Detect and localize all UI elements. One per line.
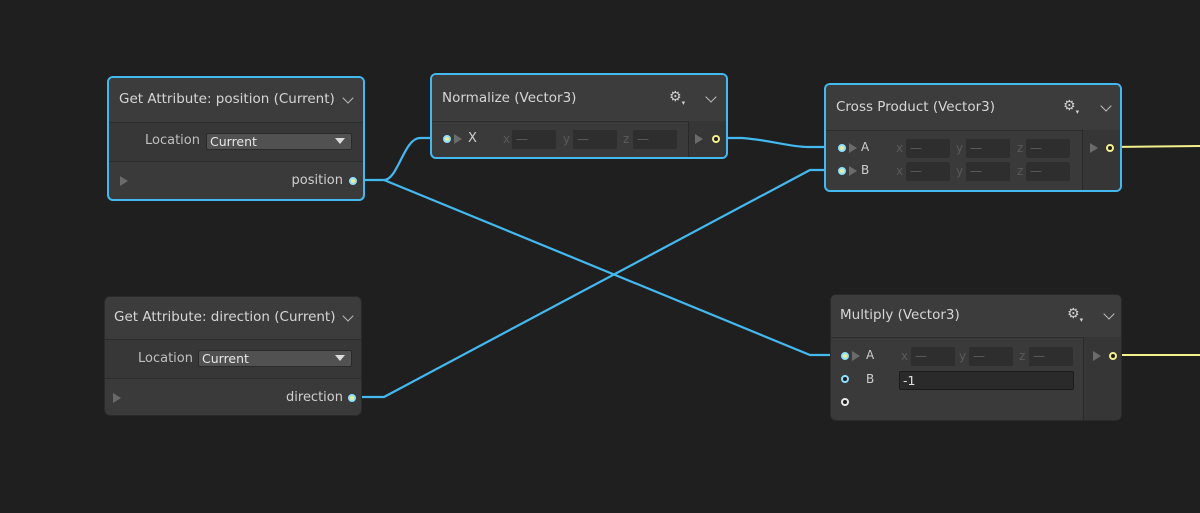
add-input-port[interactable] [841,398,849,406]
output-port[interactable] [712,135,720,143]
a-y-field[interactable]: — [966,139,1010,158]
wire-direction-to-cross-b[interactable] [356,168,840,399]
axis-y-label: y [959,349,967,363]
gear-icon[interactable]: ⚙▾ [1063,98,1080,116]
node-title: Cross Product (Vector3) [836,99,995,115]
wire-cross-output[interactable] [1109,145,1200,148]
triangle-right-icon[interactable] [113,393,121,403]
input-port-a[interactable] [838,144,846,152]
chevron-down-icon[interactable] [1103,308,1115,320]
z-field[interactable]: — [633,130,677,149]
input-port-a[interactable] [841,352,849,360]
node-header[interactable]: Normalize (Vector3) ⚙▾ [432,75,726,122]
location-row: Location Current [105,340,361,379]
chevron-down-icon[interactable] [342,310,354,322]
triangle-right-icon[interactable] [1090,143,1098,153]
node-get-attribute-position[interactable]: Get Attribute: position (Current) Locati… [107,76,365,201]
b-x-field[interactable]: — [906,162,950,181]
input-label-b: B [861,163,870,177]
node-title: Get Attribute: position (Current) [119,91,335,107]
wire-normalize-to-cross-a[interactable] [716,136,840,149]
node-header[interactable]: Get Attribute: direction (Current) [105,297,361,340]
output-panel [1083,337,1121,420]
dropdown-arrow-icon [335,138,345,144]
node-header[interactable]: Multiply (Vector3) ⚙▾ [831,295,1121,338]
axis-y-label: y [956,164,964,178]
output-panel [1082,130,1120,190]
triangle-right-icon[interactable] [120,176,128,186]
b-z-field[interactable]: — [1026,162,1070,181]
output-port[interactable] [349,177,357,185]
output-panel [688,121,726,157]
a-z-field[interactable]: — [1026,139,1070,158]
axis-z-label: z [1017,141,1024,155]
y-field[interactable]: — [573,130,617,149]
location-label: Location [138,351,193,366]
location-dropdown[interactable]: Current [198,350,352,367]
b-value: -1 [903,373,916,388]
triangle-right-icon[interactable] [852,351,860,361]
input-port-b[interactable] [838,167,846,175]
input-port-b[interactable] [841,375,849,383]
gear-icon[interactable]: ⚙▾ [669,89,686,107]
chevron-down-icon[interactable] [705,91,717,103]
axis-x-label: x [901,349,909,363]
axis-y-label: y [563,132,571,146]
location-dropdown[interactable]: Current [206,133,352,150]
output-label: position [291,173,344,188]
wire-position-to-multiply-a[interactable] [383,178,842,357]
triangle-right-icon[interactable] [695,134,703,144]
input-label-b: B [866,372,875,386]
input-label-x: X [468,131,477,146]
output-port[interactable] [348,394,356,402]
input-port-x[interactable] [443,135,451,143]
axis-x-label: x [503,132,511,146]
node-get-attribute-direction[interactable]: Get Attribute: direction (Current) Locat… [104,296,362,416]
x-field[interactable]: — [512,130,556,149]
a-x-field[interactable]: — [906,139,950,158]
axis-x-label: x [896,141,904,155]
b-value-field[interactable]: -1 [899,371,1074,390]
node-title: Normalize (Vector3) [442,90,577,106]
b-y-field[interactable]: — [966,162,1010,181]
chevron-down-icon[interactable] [1100,100,1112,112]
node-normalize[interactable]: Normalize (Vector3) ⚙▾ X x — y — z — [430,73,728,159]
axis-z-label: z [1017,164,1024,178]
output-port[interactable] [1106,144,1114,152]
input-label-a: A [861,140,870,154]
node-header[interactable]: Get Attribute: position (Current) [109,78,363,123]
axis-x-label: x [896,164,904,178]
node-header[interactable]: Cross Product (Vector3) ⚙▾ [826,85,1120,131]
gear-icon[interactable]: ⚙▾ [1067,306,1084,324]
node-cross-product[interactable]: Cross Product (Vector3) ⚙▾ A x — y — z —… [824,83,1122,192]
axis-z-label: z [1019,349,1026,363]
node-multiply[interactable]: Multiply (Vector3) ⚙▾ A x — y — z — B -1 [830,294,1122,421]
chevron-down-icon[interactable] [342,92,354,104]
a-x-field[interactable]: — [911,347,955,366]
axis-z-label: z [623,132,630,146]
triangle-right-icon[interactable] [849,166,857,176]
location-label: Location [145,133,200,148]
output-port[interactable] [1109,352,1117,360]
triangle-right-icon[interactable] [1093,351,1101,361]
input-label-a: A [866,348,875,362]
node-title: Multiply (Vector3) [840,307,960,323]
a-y-field[interactable]: — [969,347,1013,366]
axis-y-label: y [956,141,964,155]
node-title: Get Attribute: direction (Current) [114,309,336,325]
dropdown-arrow-icon [335,355,345,361]
triangle-right-icon[interactable] [454,134,462,144]
a-z-field[interactable]: — [1029,347,1073,366]
location-row: Location Current [109,123,363,162]
triangle-right-icon[interactable] [849,143,857,153]
output-label: direction [286,390,343,405]
location-value: Current [210,134,257,149]
location-value: Current [202,351,249,366]
